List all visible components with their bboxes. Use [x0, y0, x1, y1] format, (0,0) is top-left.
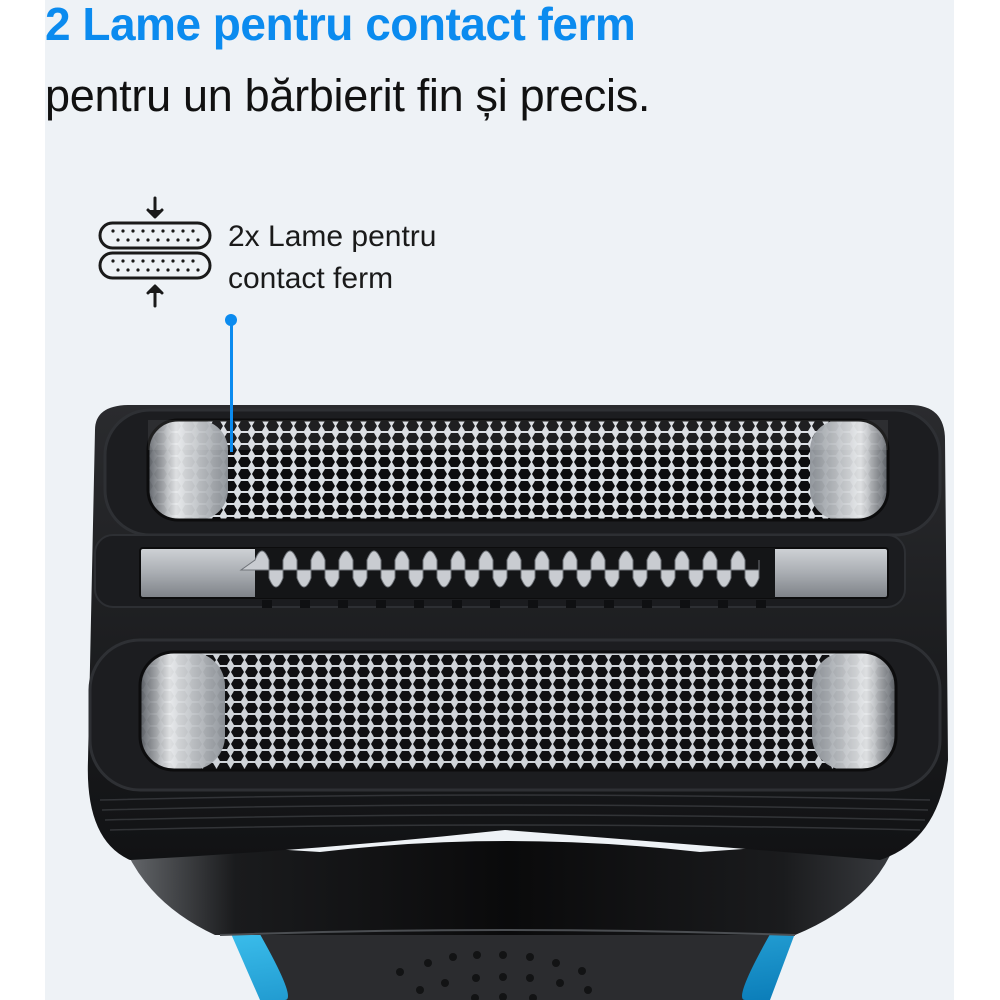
headline-subtitle: pentru un bărbierit fin și precis. — [45, 70, 651, 121]
double-foil-compress-icon — [98, 196, 212, 308]
headline-title: 2 Lame pentru contact ferm — [45, 0, 636, 50]
feature-label: 2x Lame pentru contact ferm — [228, 216, 436, 300]
feature-label-line2: contact ferm — [228, 262, 394, 295]
callout-pointer-line — [229, 320, 233, 452]
feature-label-line1: 2x Lame pentru — [228, 220, 437, 253]
